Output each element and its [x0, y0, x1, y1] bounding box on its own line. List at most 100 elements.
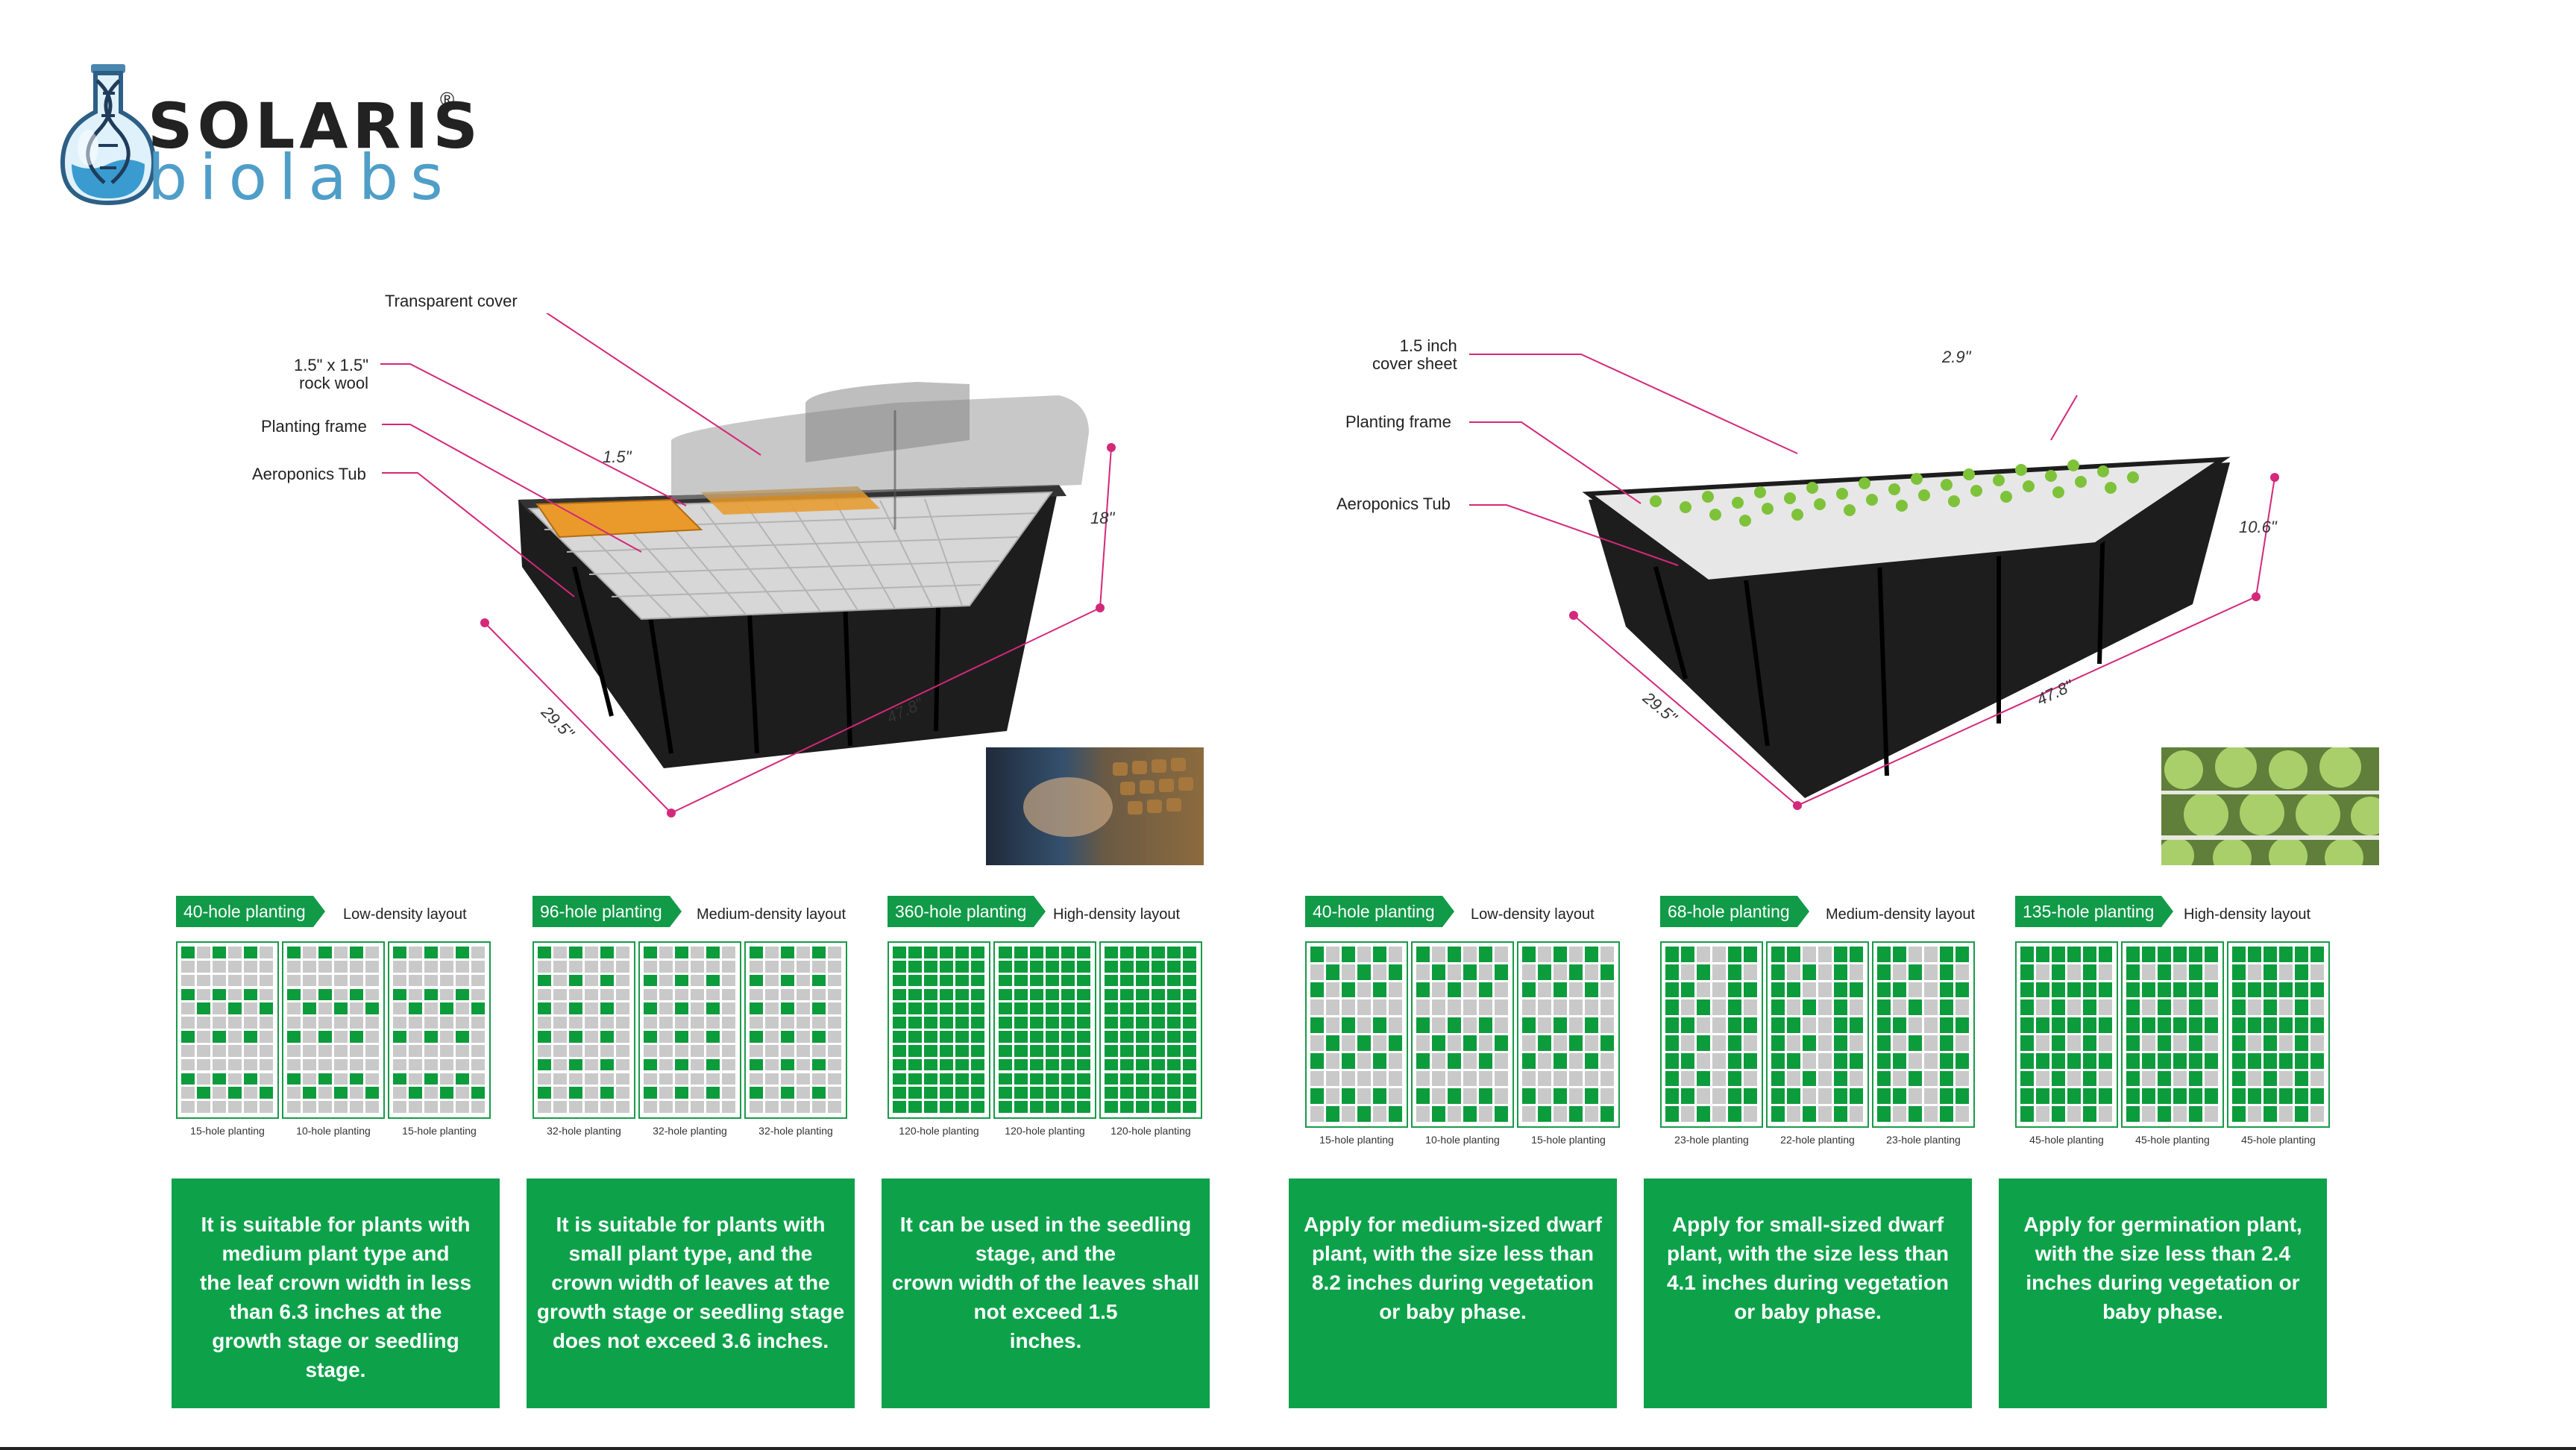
planting-cell — [2189, 1017, 2202, 1033]
planting-cell — [1924, 1070, 1938, 1087]
planting-cell — [1955, 1035, 1969, 1051]
planting-cell — [2052, 999, 2065, 1016]
planting-cell — [228, 1002, 242, 1015]
planting-cell — [440, 1073, 453, 1085]
planting-cell — [1416, 1035, 1430, 1051]
planting-cell — [1877, 999, 1891, 1016]
planting-cell — [569, 1017, 582, 1029]
planting-cell — [1569, 964, 1583, 980]
planting-cell — [1877, 1106, 1891, 1122]
planting-cell — [675, 1087, 688, 1099]
planting-cell — [2279, 1052, 2293, 1069]
bottom-divider — [0, 1447, 2576, 1450]
planting-cell — [781, 1101, 794, 1113]
planting-cell — [1014, 947, 1028, 958]
planting-cell — [440, 1031, 453, 1043]
planting-cell — [1940, 1017, 1953, 1033]
planting-cell — [2264, 1035, 2277, 1051]
planting-cell — [1326, 1035, 1339, 1051]
planting-cell — [2248, 964, 2261, 980]
planting-cell — [1046, 1044, 1059, 1057]
planting-cell — [924, 1087, 937, 1099]
planting-cell — [2264, 947, 2277, 962]
planting-cell — [197, 1101, 210, 1113]
planting-cell — [1310, 982, 1324, 998]
planting-cell — [616, 1017, 629, 1029]
planting-cell — [999, 1044, 1012, 1057]
planting-cell — [2232, 1088, 2246, 1105]
planting-cell — [1061, 1017, 1075, 1029]
planting-cell — [600, 947, 614, 958]
planting-cell — [1909, 1017, 1922, 1033]
grid-caption: 15-hole planting — [402, 1125, 477, 1137]
planting-cell — [365, 988, 379, 1001]
planting-cell — [2158, 1017, 2171, 1033]
planting-cell — [955, 1002, 969, 1015]
planting-cell — [2020, 1035, 2034, 1051]
planting-cell — [1105, 1087, 1118, 1099]
planting-cell — [1803, 1052, 1816, 1069]
planting-cell — [2310, 964, 2324, 980]
planting-cell — [616, 988, 629, 1001]
planting-cell — [675, 1044, 688, 1057]
planting-cell — [2205, 1070, 2218, 1087]
planting-cell — [2067, 1070, 2081, 1087]
planting-cell — [393, 947, 406, 958]
planting-cell — [2295, 964, 2308, 980]
planting-cell — [1893, 1088, 1906, 1105]
planting-cell — [1495, 1106, 1508, 1122]
planting-cell — [1373, 964, 1386, 980]
planting-cell — [2173, 1035, 2187, 1051]
planting-cell — [1014, 1073, 1028, 1085]
planting-cell — [1463, 982, 1477, 998]
planting-cell — [471, 974, 485, 987]
planting-cell — [722, 1017, 735, 1029]
planting-cell — [1183, 1002, 1196, 1015]
planting-cell — [2052, 1106, 2065, 1122]
planting-cell — [585, 947, 598, 958]
planting-cell — [2052, 1017, 2065, 1033]
planting-cell — [2142, 999, 2155, 1016]
planting-cell — [440, 1044, 453, 1057]
planting-cell — [644, 1073, 657, 1085]
grid-panel — [2121, 941, 2224, 1128]
planting-cell — [471, 1002, 485, 1015]
planting-cell — [1744, 1070, 1757, 1087]
planting-cell — [213, 1073, 226, 1085]
planting-cell — [228, 960, 242, 973]
planting-cell — [2142, 1052, 2155, 1069]
grid-caption: 15-hole planting — [1531, 1134, 1606, 1146]
planting-cell — [1600, 1035, 1614, 1051]
planting-cell — [1357, 947, 1371, 962]
planting-cell — [2279, 1017, 2293, 1033]
grid-panel — [176, 941, 279, 1119]
planting-cell — [2232, 1017, 2246, 1033]
planting-cell — [538, 1002, 551, 1015]
planting-cell — [1850, 1035, 1863, 1051]
planting-cell — [409, 1002, 422, 1015]
planting-cell — [971, 1087, 984, 1099]
rock-wool-photo — [986, 747, 1204, 865]
planting-cell — [722, 947, 735, 958]
planting-cell — [1955, 982, 1969, 998]
planting-cell — [1030, 1058, 1043, 1071]
planting-cell — [1697, 1088, 1710, 1105]
planting-cell — [1077, 960, 1090, 973]
planting-cell — [2083, 1106, 2096, 1122]
planting-cell — [393, 988, 406, 1001]
planting-cell — [1432, 964, 1445, 980]
planting-cell — [1342, 1017, 1355, 1033]
planting-cell — [471, 947, 485, 958]
planting-cell — [334, 947, 348, 958]
planting-cell — [644, 1087, 657, 1099]
planting-cell — [1787, 1088, 1800, 1105]
planting-cell — [644, 1031, 657, 1043]
planting-cell — [600, 1031, 614, 1043]
planting-cell — [1818, 1088, 1832, 1105]
planting-cell — [828, 974, 841, 987]
planting-cell — [1771, 1035, 1785, 1051]
planting-cell — [538, 1058, 551, 1071]
planting-cell — [616, 1073, 629, 1085]
planting-cell — [1152, 1101, 1165, 1113]
planting-cell — [2083, 999, 2096, 1016]
